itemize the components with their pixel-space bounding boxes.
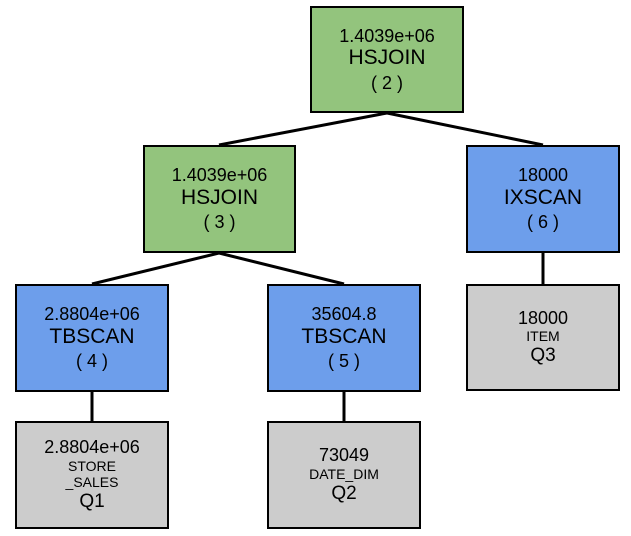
table-node-date-dim[interactable]: 73049 DATE_DIM Q2 [267, 421, 421, 529]
node-cost: 1.4039e+06 [339, 25, 435, 46]
table-rows: 73049 [318, 445, 370, 466]
node-operator: IXSCAN [503, 185, 583, 209]
table-name-line-2: _SALES [65, 473, 119, 490]
table-node-store-sales[interactable]: 2.8804e+06 STORE _SALES Q1 [15, 421, 169, 529]
node-id: ( 3 ) [203, 212, 236, 233]
hsjoin-node-2[interactable]: 1.4039e+06 HSJOIN ( 2 ) [310, 6, 464, 113]
edge-hsjoin3-tbscan4 [91, 251, 220, 286]
node-cost: 35604.8 [311, 304, 377, 325]
node-cost: 1.4039e+06 [171, 165, 268, 186]
node-cost: 18000 [517, 165, 569, 186]
tbscan-node-4[interactable]: 2.8804e+06 TBSCAN ( 4 ) [15, 284, 169, 392]
table-qualifier: Q1 [79, 491, 105, 513]
node-id: ( 6 ) [526, 212, 559, 233]
node-id: ( 5 ) [327, 351, 360, 372]
node-operator: TBSCAN [49, 324, 135, 348]
table-name: ITEM [526, 328, 560, 345]
ixscan-node-6[interactable]: 18000 IXSCAN ( 6 ) [466, 145, 620, 253]
table-node-item[interactable]: 18000 ITEM Q3 [466, 284, 620, 391]
node-id: ( 4 ) [75, 351, 108, 372]
edge-hsjoin2-ixscan6 [386, 111, 544, 147]
node-operator: HSJOIN [180, 185, 258, 209]
table-rows: 18000 [517, 307, 569, 328]
node-cost: 2.8804e+06 [44, 304, 140, 325]
edge-hsjoin3-tbscan5 [218, 251, 345, 286]
table-qualifier: Q3 [530, 345, 556, 367]
node-id: ( 2 ) [370, 72, 403, 93]
table-name: DATE_DIM [309, 465, 379, 482]
edge-hsjoin2-hsjoin3 [218, 111, 388, 147]
tbscan-node-5[interactable]: 35604.8 TBSCAN ( 5 ) [267, 284, 421, 392]
table-rows: 2.8804e+06 [44, 437, 140, 458]
table-name-line-1: STORE [68, 457, 116, 474]
node-operator: HSJOIN [348, 46, 426, 70]
node-operator: TBSCAN [301, 324, 387, 348]
table-qualifier: Q2 [331, 482, 357, 504]
hsjoin-node-3[interactable]: 1.4039e+06 HSJOIN ( 3 ) [143, 145, 296, 253]
